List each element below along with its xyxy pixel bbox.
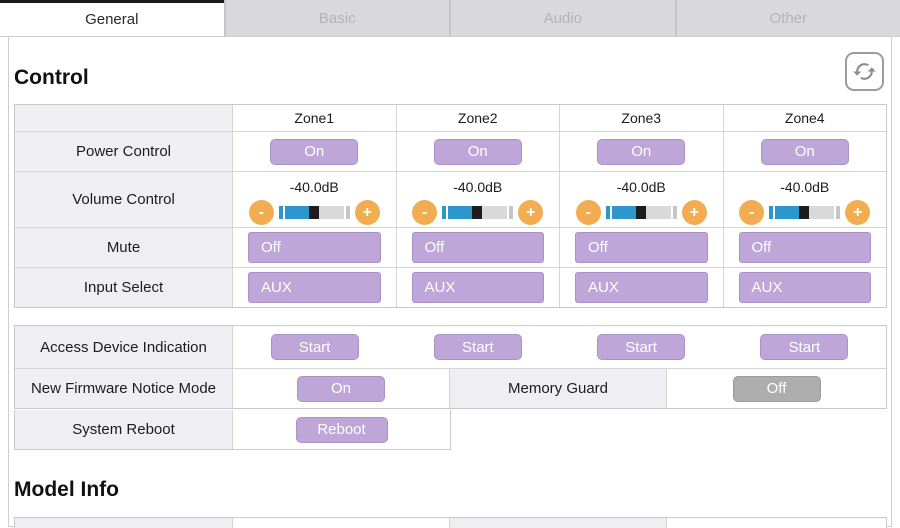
input-select-row: Input Select AUX AUX AUX AUX — [15, 267, 886, 307]
zone-header-spacer — [15, 105, 233, 131]
access-start-button-zone4[interactable]: Start — [760, 334, 848, 360]
system-reboot-label: System Reboot — [15, 410, 233, 449]
power-button-zone3[interactable]: On — [597, 139, 685, 165]
slider-max-tick — [346, 206, 350, 219]
plus-icon: + — [363, 205, 372, 221]
minus-icon: - — [259, 205, 264, 221]
mute-button-zone3[interactable]: Off — [575, 232, 708, 263]
slider-min-tick — [606, 206, 610, 219]
input-select-label: Input Select — [15, 268, 233, 307]
slider-min-tick — [769, 206, 773, 219]
volume-increase-button-zone2[interactable]: + — [518, 200, 543, 225]
input-select-button-zone2[interactable]: AUX — [412, 272, 545, 303]
mute-label: Mute — [15, 228, 233, 267]
plus-icon: + — [526, 205, 535, 221]
slider-max-tick — [673, 206, 677, 219]
slider-rest — [482, 206, 507, 219]
minus-icon: - — [422, 205, 427, 221]
volume-value-zone3: -40.0dB — [617, 178, 666, 196]
tab-basic[interactable]: Basic — [224, 0, 450, 36]
minus-icon: - — [586, 205, 591, 221]
slider-fill — [775, 206, 799, 219]
slider-rest — [809, 206, 834, 219]
access-start-button-zone2[interactable]: Start — [434, 334, 522, 360]
slider-min-tick — [442, 206, 446, 219]
input-select-button-zone4[interactable]: AUX — [739, 272, 872, 303]
control-section-title: Control — [14, 66, 89, 90]
power-button-zone1[interactable]: On — [270, 139, 358, 165]
slider-max-tick — [836, 206, 840, 219]
volume-increase-button-zone1[interactable]: + — [355, 200, 380, 225]
firmware-notice-button[interactable]: On — [297, 376, 385, 402]
mute-button-zone1[interactable]: Off — [248, 232, 381, 263]
volume-value-zone1: -40.0dB — [290, 178, 339, 196]
power-control-label: Power Control — [15, 132, 233, 171]
volume-value-zone2: -40.0dB — [453, 178, 502, 196]
volume-decrease-button-zone4[interactable]: - — [739, 200, 764, 225]
volume-slider-zone1[interactable] — [279, 206, 350, 219]
zone4-header: Zone4 — [724, 105, 887, 131]
plus-icon: + — [690, 205, 699, 221]
mute-button-zone2[interactable]: Off — [412, 232, 545, 263]
slider-rest — [646, 206, 671, 219]
slider-max-tick — [509, 206, 513, 219]
power-control-row: Power Control On On On On — [15, 131, 886, 171]
model-info-table — [14, 517, 887, 528]
volume-decrease-button-zone2[interactable]: - — [412, 200, 437, 225]
input-select-button-zone1[interactable]: AUX — [248, 272, 381, 303]
tab-bar: General Basic Audio Other — [0, 0, 900, 37]
system-reboot-button[interactable]: Reboot — [296, 417, 388, 443]
slider-fill — [448, 206, 472, 219]
volume-control-row: Volume Control -40.0dB - + -40.0dB - — [15, 171, 886, 227]
firmware-notice-label: New Firmware Notice Mode — [15, 369, 233, 408]
refresh-button[interactable] — [845, 52, 884, 91]
volume-slider-zone4[interactable] — [769, 206, 840, 219]
zone-header-row: Zone1 Zone2 Zone3 Zone4 — [15, 105, 886, 131]
tab-general[interactable]: General — [0, 0, 224, 36]
tab-other[interactable]: Other — [675, 0, 900, 36]
slider-handle[interactable] — [799, 206, 809, 219]
volume-slider-zone2[interactable] — [442, 206, 513, 219]
zone-control-table: Zone1 Zone2 Zone3 Zone4 Power Control On… — [14, 104, 887, 308]
misc-control-table: Access Device Indication Start Start Sta… — [14, 325, 887, 409]
slider-fill — [285, 206, 309, 219]
slider-handle[interactable] — [472, 206, 482, 219]
access-start-button-zone3[interactable]: Start — [597, 334, 685, 360]
model-info-section-title: Model Info — [14, 478, 119, 502]
volume-decrease-button-zone1[interactable]: - — [249, 200, 274, 225]
power-button-zone2[interactable]: On — [434, 139, 522, 165]
minus-icon: - — [749, 205, 754, 221]
slider-handle[interactable] — [636, 206, 646, 219]
mute-row: Mute Off Off Off Off — [15, 227, 886, 267]
volume-value-zone4: -40.0dB — [780, 178, 829, 196]
volume-increase-button-zone4[interactable]: + — [845, 200, 870, 225]
slider-handle[interactable] — [309, 206, 319, 219]
system-reboot-row: System Reboot Reboot — [15, 410, 450, 449]
zone3-header: Zone3 — [560, 105, 724, 131]
zone1-header: Zone1 — [233, 105, 397, 131]
volume-increase-button-zone3[interactable]: + — [682, 200, 707, 225]
firmware-memory-guard-row: New Firmware Notice Mode On Memory Guard… — [15, 368, 886, 408]
slider-min-tick — [279, 206, 283, 219]
slider-rest — [319, 206, 344, 219]
system-reboot-table: System Reboot Reboot — [14, 410, 451, 450]
volume-slider-zone3[interactable] — [606, 206, 677, 219]
input-select-button-zone3[interactable]: AUX — [575, 272, 708, 303]
memory-guard-button[interactable]: Off — [733, 376, 821, 402]
mute-button-zone4[interactable]: Off — [739, 232, 872, 263]
volume-control-label: Volume Control — [15, 172, 233, 227]
access-device-row: Access Device Indication Start Start Sta… — [15, 326, 886, 368]
access-device-label: Access Device Indication — [15, 326, 233, 368]
slider-fill — [612, 206, 636, 219]
tab-audio[interactable]: Audio — [449, 0, 675, 36]
refresh-icon — [852, 59, 877, 84]
volume-decrease-button-zone3[interactable]: - — [576, 200, 601, 225]
access-start-button-zone1[interactable]: Start — [271, 334, 359, 360]
zone2-header: Zone2 — [397, 105, 561, 131]
memory-guard-label: Memory Guard — [450, 369, 667, 408]
plus-icon: + — [853, 205, 862, 221]
power-button-zone4[interactable]: On — [761, 139, 849, 165]
